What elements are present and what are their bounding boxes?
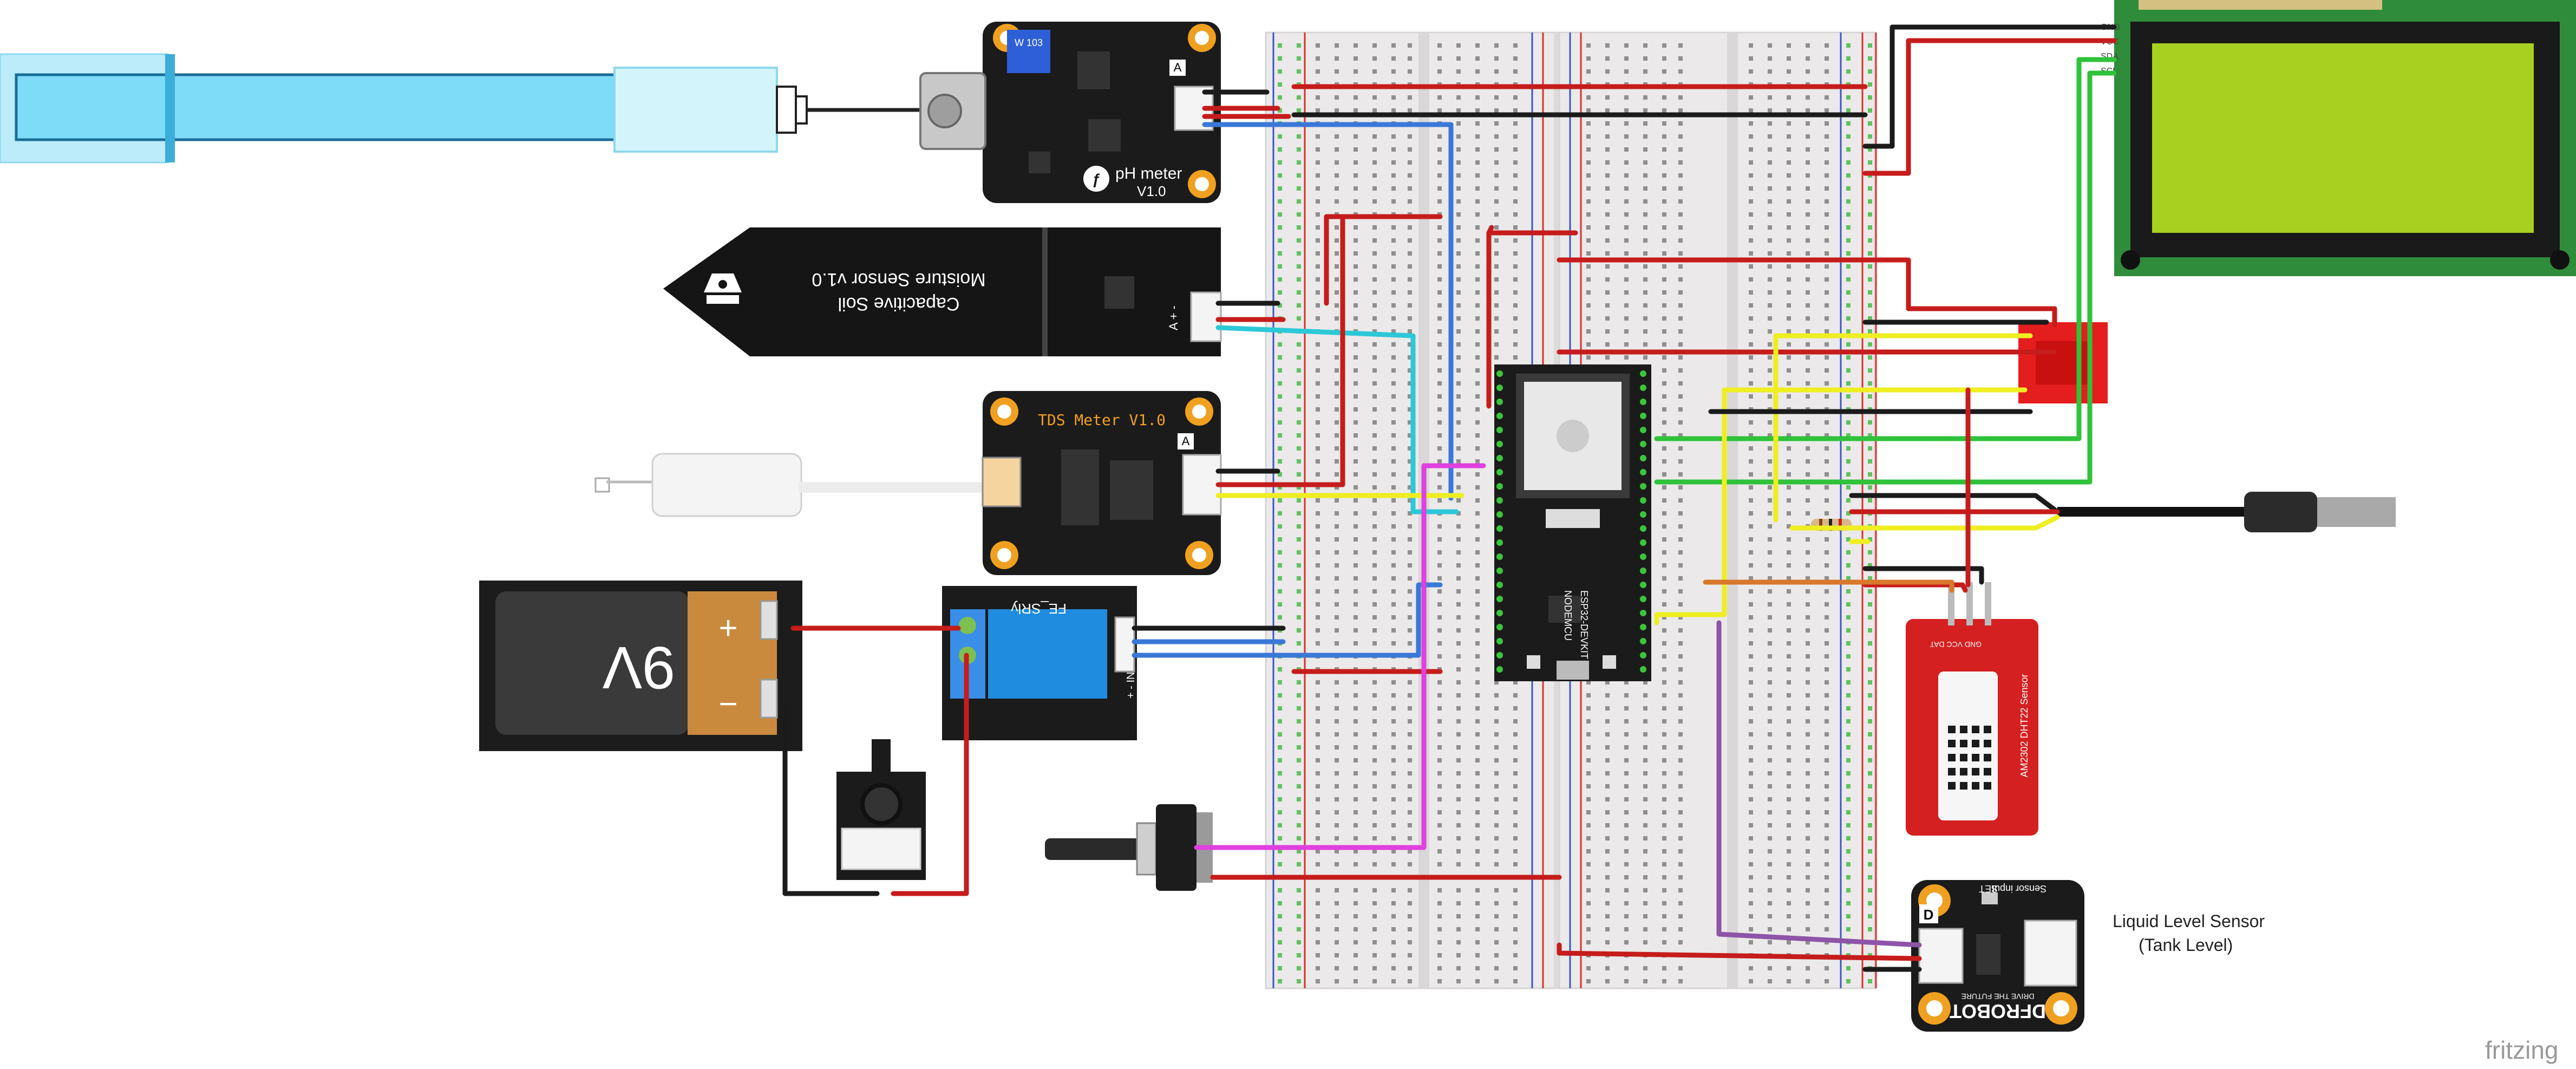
temperature-probe <box>2057 492 2396 532</box>
moisture-pin-labels: A + - <box>1167 305 1180 330</box>
battery-plus: + <box>718 610 737 646</box>
esp32-pins <box>1496 370 1646 673</box>
annotation-line2: (Tank Level) <box>2139 935 2233 955</box>
esp32-label: ESP32-DEVKIT <box>1579 590 1590 659</box>
ph-trimmer-label: W 103 <box>1015 37 1043 48</box>
water-pump <box>836 739 926 880</box>
tds-probe <box>594 453 983 517</box>
battery-minus: − <box>718 686 737 722</box>
esp32-devkit: ESP32-DEVKIT NODEMCU <box>1494 364 1651 681</box>
liquid-tagline: DRIVE THE FUTURE <box>1961 992 2034 1001</box>
liquid-level-sensor: D SET Sensor input DFROBOT DRIVE THE FUT… <box>1911 880 2084 1032</box>
ph-board-label: pH meter <box>1115 165 1182 182</box>
ph-probe <box>0 53 923 164</box>
svg-text:ƒ: ƒ <box>1092 171 1101 187</box>
ph-meter-board: W 103 A ƒ pH meter V1.0 <box>919 22 1221 203</box>
esp32-sublabel: NODEMCU <box>1562 590 1573 641</box>
fritzing-watermark: fritzing <box>2485 1036 2558 1064</box>
relay-pin-labels: + - IN <box>1125 672 1137 699</box>
wires <box>782 24 2117 972</box>
relay-label: FE_SRly <box>1011 601 1067 617</box>
dht22-vent-grid <box>1948 726 1991 790</box>
liquid-badge: D <box>1924 907 1934 923</box>
dht22-pin-labels: GND VCC DAT <box>1930 640 1982 649</box>
potentiometer <box>1045 804 1213 891</box>
dht22-label: AM2302 DHT22 Sensor <box>2019 674 2030 777</box>
liquid-input-label: Sensor input <box>1992 883 2047 894</box>
ph-board-version: V1.0 <box>1137 183 1166 199</box>
dht22-sensor: GND VCC DAT AM2302 DHT22 Sensor <box>1906 582 2038 836</box>
battery-9v: + − 9V <box>479 581 802 751</box>
svg-text:A: A <box>1174 61 1182 74</box>
moisture-sensor: Capacitive Soil Moisture Sensor v1.0 A +… <box>663 227 1222 356</box>
annotation-line1: Liquid Level Sensor <box>2113 911 2265 931</box>
tds-board-title: TDS Meter V1.0 <box>1038 411 1166 429</box>
liquid-set-label: SET <box>1979 883 1998 894</box>
moisture-label-line2: Moisture Sensor v1.0 <box>812 269 985 290</box>
lcd-display: GND VCC SDA SCL <box>2101 0 2576 276</box>
battery-voltage: 9V <box>603 634 676 701</box>
tds-meter-board: TDS Meter V1.0 A <box>982 391 1222 575</box>
liquid-brand: DFROBOT <box>1950 1000 2046 1022</box>
svg-text:A: A <box>1182 434 1190 448</box>
moisture-label-line1: Capacitive Soil <box>838 294 960 314</box>
relay-module: FE_SRly + - IN <box>942 586 1137 740</box>
